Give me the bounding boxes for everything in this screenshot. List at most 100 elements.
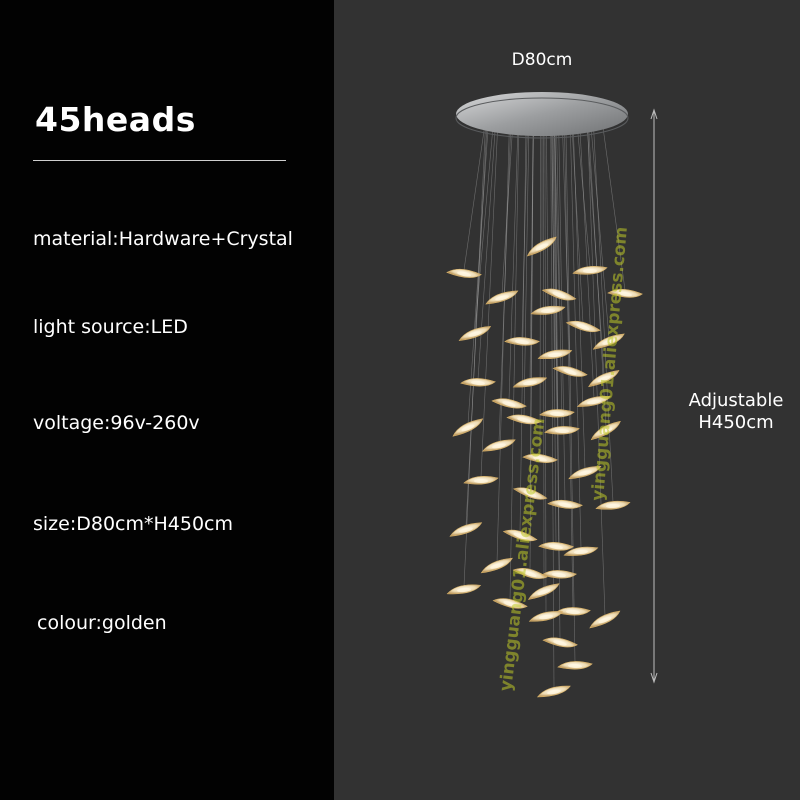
suspension-wire — [554, 117, 561, 640]
crystal-head — [544, 426, 580, 435]
suspension-wire — [552, 117, 558, 411]
crystal-led — [468, 331, 482, 337]
suspension-wire — [501, 117, 514, 295]
spec-voltage: voltage:96v-260v — [33, 412, 200, 434]
crystal-head — [512, 377, 548, 388]
crystal-led — [583, 268, 597, 274]
crystal-head — [555, 607, 591, 616]
crystal-head — [530, 305, 566, 315]
crystal-led — [548, 352, 562, 358]
suspension-wire — [467, 117, 490, 425]
suspension-wire — [564, 117, 574, 609]
crystal-led — [535, 243, 549, 251]
crystal-led — [457, 271, 471, 277]
suspension-wire — [544, 117, 547, 614]
heads-count-title: 45heads — [35, 100, 196, 139]
crystal-led — [563, 369, 577, 375]
crystal-led — [566, 609, 580, 615]
suspension-wire — [463, 117, 487, 587]
suspension-wire — [572, 117, 586, 470]
crystal-led — [459, 527, 473, 533]
height-label: Adjustable H450cm — [676, 390, 796, 434]
crystal-head — [504, 337, 540, 346]
crystal-head — [592, 333, 625, 350]
crystal-head — [480, 557, 513, 574]
suspension-wire — [576, 117, 591, 268]
crystal-led — [541, 308, 555, 314]
canopy-rim — [455, 97, 629, 139]
crystal-head — [538, 542, 574, 551]
crystal-led — [555, 428, 569, 434]
suspension-wire — [601, 117, 626, 291]
crystal-head — [502, 529, 538, 542]
crystal-head — [547, 499, 583, 509]
crystal-led — [495, 295, 509, 301]
crystal-head — [589, 610, 621, 629]
crystal-head — [539, 409, 575, 418]
suspension-wire — [546, 117, 549, 308]
height-label-line2: H450cm — [698, 412, 774, 433]
crystal-led — [558, 502, 572, 508]
crystal-head — [541, 288, 577, 301]
suspension-wire — [480, 117, 499, 478]
crystal-led — [523, 490, 537, 498]
suspension-wire — [465, 117, 488, 527]
crystal-led — [576, 323, 590, 331]
crystal-head — [506, 414, 542, 425]
crystal-led — [599, 427, 613, 435]
suspension-wire — [587, 117, 606, 617]
spec-size: size:D80cm*H450cm — [33, 513, 234, 535]
crystal-led — [550, 411, 564, 417]
crystal-led — [618, 291, 632, 297]
suspension-wire — [556, 117, 563, 428]
crystal-head — [541, 570, 577, 579]
spec-material: material:Hardware+Crystal — [33, 228, 293, 250]
crystal-led — [517, 417, 531, 423]
diameter-label: D80cm — [511, 50, 573, 70]
crystal-led — [471, 380, 485, 386]
crystal-led — [533, 456, 547, 462]
suspension-wire — [523, 117, 530, 417]
crystal-head — [449, 522, 483, 537]
crystal-led — [587, 399, 601, 405]
chandelier-illustration — [446, 92, 658, 698]
crystal-led — [547, 689, 561, 695]
spec-panel — [0, 0, 334, 800]
title-divider — [33, 160, 286, 161]
suspension-wire — [571, 117, 584, 324]
height-label-line1: Adjustable — [688, 390, 784, 411]
suspension-wire — [529, 117, 534, 491]
crystal-head — [485, 290, 519, 305]
spec-light-source: light source:LED — [33, 316, 188, 338]
suspension-wire — [550, 117, 555, 689]
suspension-wire — [474, 117, 495, 331]
suspension-wire — [561, 117, 571, 369]
suspension-wire — [463, 117, 487, 271]
suspension-wire — [553, 117, 560, 572]
crystal-led — [553, 640, 567, 646]
crystal-heads — [446, 236, 643, 698]
crystal-led — [606, 503, 620, 509]
crystal-led — [490, 563, 504, 569]
crystal-head — [492, 598, 528, 609]
crystal-head — [537, 349, 573, 360]
suspension-wire — [565, 117, 576, 663]
crystal-head — [482, 439, 516, 452]
crystal-head — [528, 583, 560, 600]
height-dimension-line — [650, 108, 658, 684]
suspension-wire — [521, 117, 528, 339]
suspension-wire — [592, 117, 614, 503]
suspension-wire — [529, 117, 534, 380]
crystal-head — [563, 546, 599, 556]
crystal-led — [537, 589, 551, 595]
crystal-led — [502, 401, 516, 407]
crystal-led — [552, 572, 566, 578]
crystal-head — [446, 268, 482, 278]
suspension-wire — [509, 117, 520, 601]
suspension-wire — [477, 117, 497, 380]
suspension-wire — [498, 117, 512, 443]
crystal-led — [598, 616, 612, 624]
crystal-led — [515, 339, 529, 345]
crystal-head — [542, 637, 578, 648]
crystal-head — [536, 685, 571, 698]
